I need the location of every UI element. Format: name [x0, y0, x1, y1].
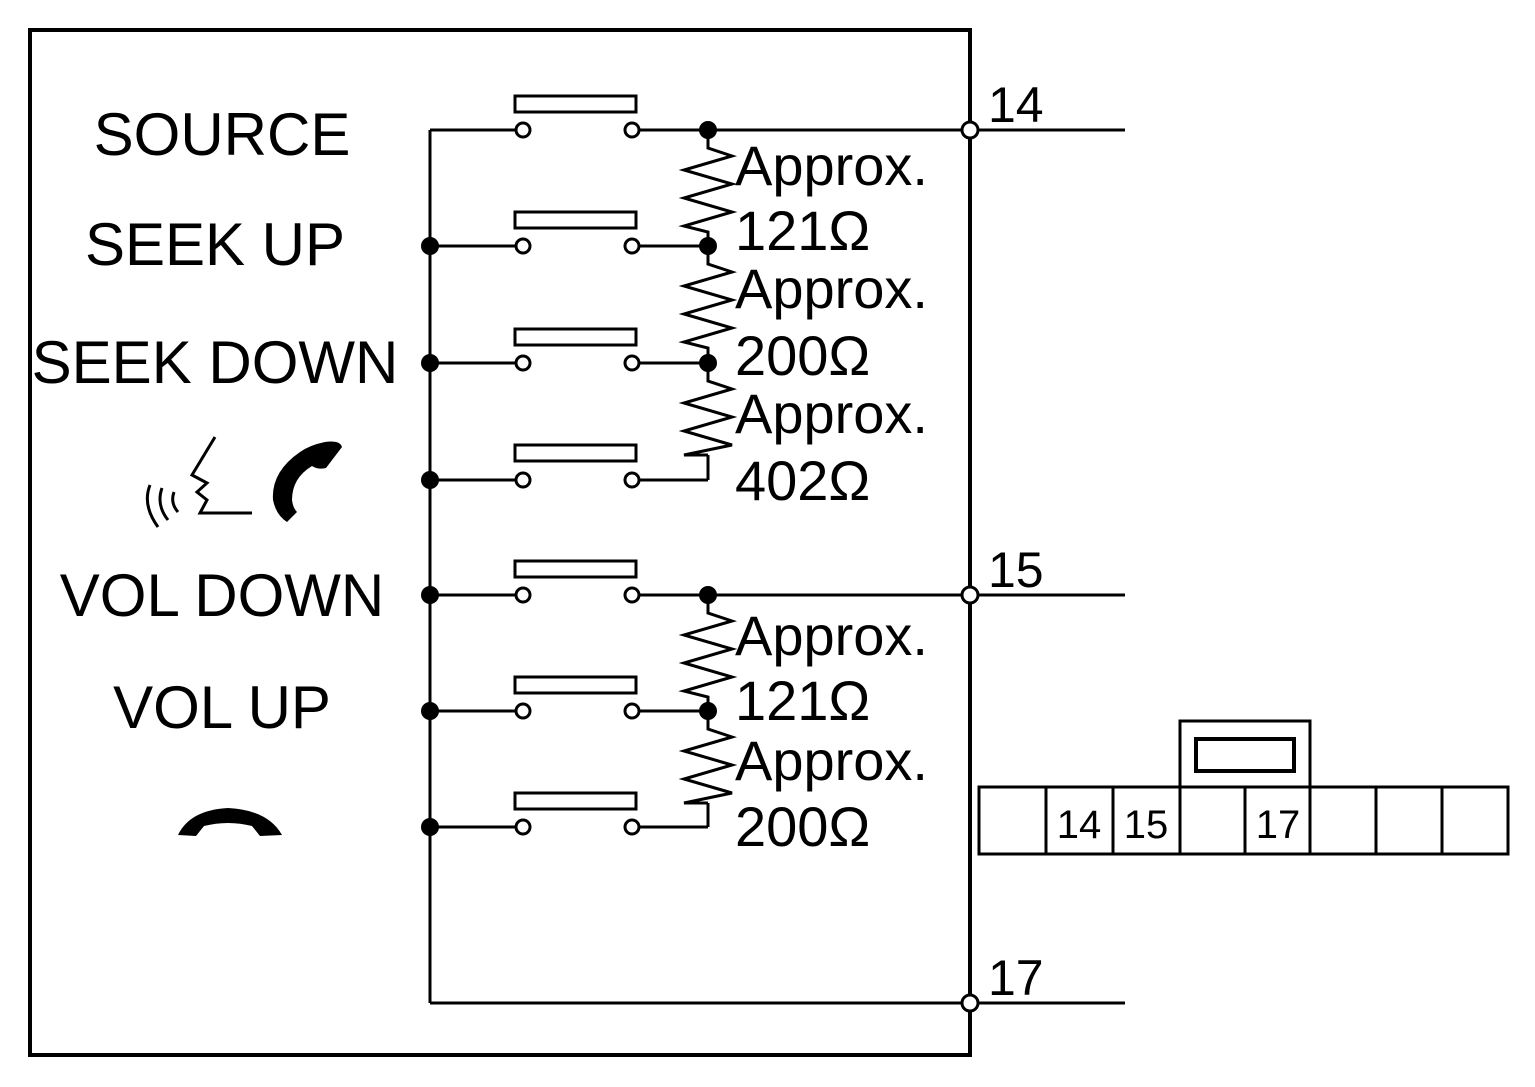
resistor-2-prefix: Approx. [735, 257, 928, 320]
switch-hang-up [421, 791, 710, 836]
terminal-15: 15 [960, 542, 1125, 605]
switch-label-vol-up: VOL UP [113, 674, 331, 741]
resistor-2 [678, 246, 738, 363]
connector-face: 14 15 17 [977, 719, 1510, 856]
connector-cell-17: 17 [1256, 803, 1301, 847]
resistor-4-prefix: Approx. [735, 604, 928, 667]
resistor-4 [678, 595, 738, 711]
terminal-17-label: 17 [988, 950, 1044, 1006]
terminal-15-label: 15 [988, 542, 1044, 598]
terminal-14: 14 [960, 77, 1125, 140]
switch-seek-up [421, 210, 717, 255]
resistor-5-value: 200Ω [735, 795, 870, 858]
switch-vol-down [421, 559, 964, 604]
hang-up-icon [178, 808, 282, 836]
resistor-3-value: 402Ω [735, 449, 870, 512]
voice-phone-icon [145, 436, 342, 528]
resistor-1-value: 121Ω [735, 199, 870, 262]
connector-cell-14: 14 [1057, 803, 1102, 847]
switch-label-source: SOURCE [94, 101, 351, 168]
terminal-14-label: 14 [988, 77, 1044, 133]
connector-lock-tab [1178, 719, 1312, 789]
connector-lock-latch [1194, 737, 1296, 773]
resistor-1-prefix: Approx. [735, 134, 928, 197]
switch-label-vol-down: VOL DOWN [60, 562, 384, 629]
terminal-17: 17 [960, 950, 1125, 1013]
resistor-3-prefix: Approx. [735, 382, 928, 445]
resistor-4-value: 121Ω [735, 669, 870, 732]
switch-vol-up [421, 675, 717, 720]
switch-source [430, 94, 964, 139]
switch-phone [421, 443, 710, 489]
resistor-1 [678, 130, 738, 246]
connector-cell-15: 15 [1124, 803, 1169, 847]
resistor-5 [678, 711, 738, 805]
switch-label-seek-up: SEEK UP [85, 211, 345, 278]
resistor-3 [678, 363, 738, 457]
switch-seek-down [421, 327, 717, 372]
resistor-2-value: 200Ω [735, 324, 870, 387]
switch-label-seek-down: SEEK DOWN [32, 329, 399, 396]
switch-housing [28, 28, 972, 1057]
resistor-5-prefix: Approx. [735, 729, 928, 792]
